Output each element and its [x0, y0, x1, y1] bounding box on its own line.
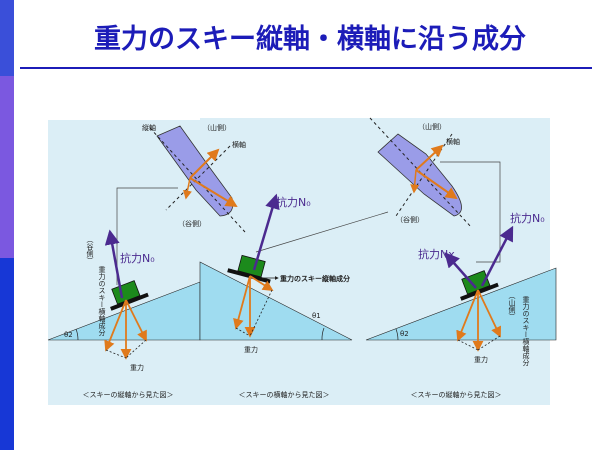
right-normal-force-n0-label: 抗力N₀ [510, 211, 545, 225]
center-gravity-normal-arrow [233, 275, 251, 330]
left-ski-arrow-1 [189, 177, 238, 208]
center-panel-background [200, 118, 368, 405]
left-connector-line [116, 187, 178, 285]
right-gravity-component-arrow [456, 289, 479, 342]
center-theta1: θ1 [312, 312, 321, 320]
right-mountain-vertical-label: （山側） [508, 292, 516, 320]
left-gravity-lateral-component-label: 重力のスキー横軸成分 [98, 266, 106, 337]
right-connector-line [440, 161, 501, 263]
left-dashed-2 [125, 339, 147, 359]
right-ski-arrow-2 [415, 144, 444, 171]
left-normal-force-label: 抗力N₀ [120, 251, 155, 265]
title-underline [20, 67, 592, 69]
right-ski-shape-icon [377, 133, 462, 217]
left-dashed-1 [105, 349, 127, 359]
center-caption: ＜スキーの横軸から見た図＞ [239, 390, 330, 399]
left-gravity-component-arrow-2 [125, 299, 147, 342]
left-ski-valley-label: （谷側） [178, 219, 206, 228]
left-ski-boot-icon [110, 280, 149, 311]
right-ski-arrow-1 [415, 169, 458, 200]
left-valley-vertical-label: （谷側） [86, 236, 94, 264]
left-ski-mountain-label: （山側） [203, 123, 231, 132]
left-ski-arrow-3 [183, 177, 192, 200]
left-normal-force-arrow [104, 229, 124, 299]
sidebar-top-block [0, 0, 14, 76]
right-ski-arrow-3 [410, 169, 420, 194]
left-ski-arrow-2 [189, 148, 220, 179]
right-dashed-2 [477, 335, 501, 351]
center-angle-arc [321, 327, 325, 341]
center-normal-force-label: 抗力N₀ [276, 195, 311, 209]
left-ski-lateral-label: 横軸 [232, 140, 246, 149]
right-ski-longitudinal-axis [369, 117, 473, 229]
left-gravity-label: 重力 [130, 363, 144, 372]
left-angle-arc [75, 328, 79, 341]
center-gravity-longitudinal-arrow [249, 275, 274, 291]
center-gravity-longitudinal-label: 重力のスキー縦軸成分 [280, 274, 350, 283]
right-normal-force-nx-arrow [444, 252, 477, 289]
right-gravity-lateral-component-label: 重力のスキー横軸成分 [522, 296, 530, 367]
left-theta2: θ2 [64, 331, 73, 339]
right-gravity-label: 重力 [474, 355, 488, 364]
right-normal-force-n0-arrow [480, 225, 514, 287]
center-connector-line [255, 211, 389, 253]
center-gravity-label: 重力 [244, 345, 258, 354]
left-gravity-component-arrow [104, 299, 127, 352]
sidebar-middle-block [0, 76, 14, 258]
right-caption: ＜スキーの縦軸から見た図＞ [411, 390, 502, 399]
left-caption: ＜スキーの縦軸から見た図＞ [83, 390, 174, 399]
sidebar-bottom-block [0, 258, 14, 450]
center-dashed-1 [235, 327, 251, 337]
right-ski-mountain-label: （山側） [418, 122, 446, 131]
right-theta2: θ2 [400, 330, 409, 338]
right-ski-lateral-label: 横軸 [446, 137, 460, 146]
center-normal-force-arrow [252, 193, 280, 271]
page-title: 重力のスキー縦軸・横軸に沿う成分 [94, 24, 526, 55]
center-ski-boot-icon [227, 254, 271, 284]
left-ski-longitudinal-label: 縦軸 [142, 123, 156, 132]
center-dashed-2 [249, 289, 273, 337]
right-angle-arc [395, 328, 399, 341]
right-gravity-component-arrow-2 [477, 289, 501, 338]
right-normal-force-nx-label: 抗力Nx [418, 247, 455, 261]
right-ski-valley-label: （谷側） [396, 215, 424, 224]
